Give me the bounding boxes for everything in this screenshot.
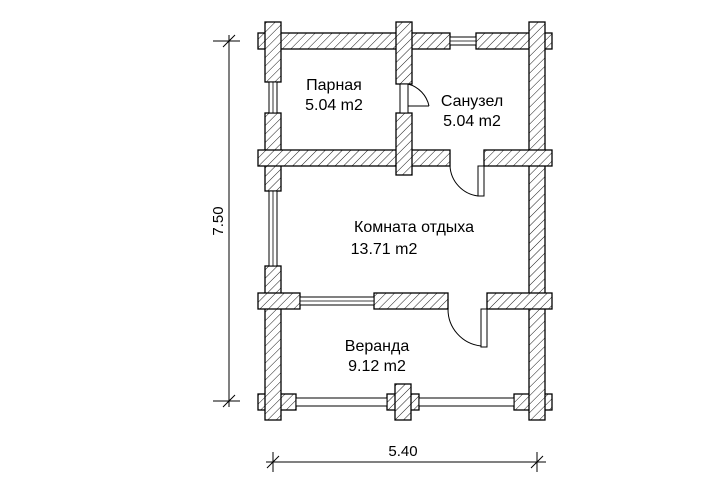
room-area-veranda: 9.12 m2	[348, 358, 406, 375]
room-name-sanuzel: Санузел	[441, 93, 503, 110]
right-wall	[528, 21, 546, 421]
partition-top	[395, 21, 413, 85]
windows	[268, 36, 515, 407]
veranda-rail-right	[418, 397, 515, 407]
room-area-lounge: 13.71 m2	[351, 241, 418, 258]
dimension-height: 7.50	[210, 34, 240, 408]
left-wall-lower	[264, 265, 282, 421]
door-bathroom	[477, 165, 485, 197]
veranda-wall-left	[257, 292, 301, 310]
veranda-wall-mid	[373, 292, 449, 310]
partition-bottom	[395, 112, 413, 176]
room-area-sanuzel: 5.04 m2	[443, 113, 501, 130]
height-dimension-label: 7.50	[210, 206, 227, 235]
bottom-cross-v	[394, 383, 412, 421]
veranda-rail-left	[295, 397, 388, 407]
room-name-veranda: Веранда	[345, 338, 410, 355]
room-name-parnaya: Парная	[306, 77, 362, 94]
mid-wall-left	[257, 149, 451, 167]
door-sauna	[399, 83, 409, 114]
dimension-width: 5.40	[266, 443, 546, 472]
room-area-parnaya: 5.04 m2	[305, 97, 363, 114]
veranda-wall-right	[486, 292, 553, 310]
walls	[257, 21, 553, 421]
door-veranda	[480, 308, 488, 348]
left-wall-top	[264, 21, 282, 83]
room-labels: Парная 5.04 m2 Санузел 5.04 m2 Комната о…	[305, 77, 503, 375]
width-dimension-label: 5.40	[388, 443, 417, 460]
room-name-lounge: Комната отдыха	[354, 219, 474, 236]
mid-wall-right	[483, 149, 553, 167]
top-wall	[257, 32, 451, 50]
doors	[399, 83, 488, 348]
